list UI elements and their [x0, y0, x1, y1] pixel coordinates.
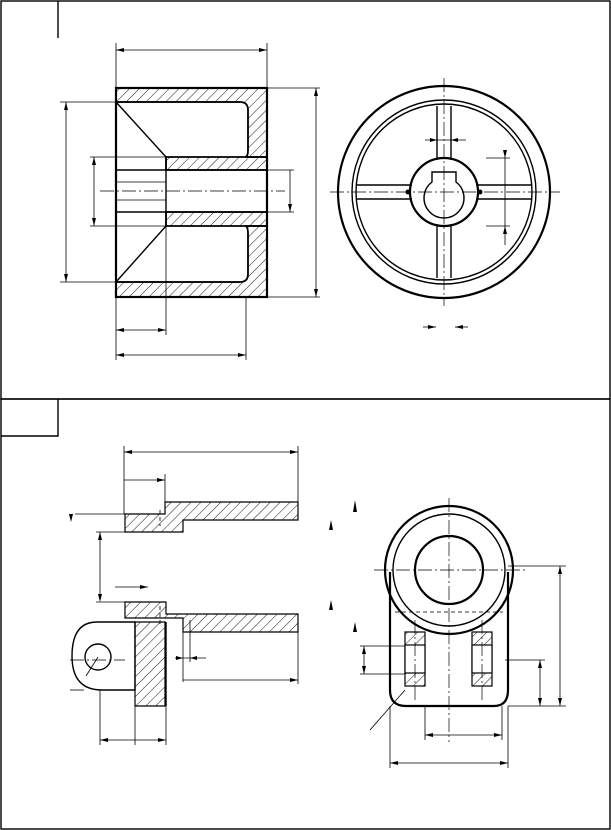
hub-bottom-section — [165, 211, 268, 227]
bracket-side-view — [70, 620, 299, 745]
bracket-front-view — [329, 498, 566, 768]
top-panel-frame — [0, 0, 611, 400]
post-section — [134, 621, 166, 707]
bottom-panel-frame — [0, 398, 611, 830]
rim-bottom-section — [115, 225, 268, 298]
upper-arm-section — [124, 501, 299, 533]
pulley-front-view — [330, 78, 560, 329]
pulley-section-view — [60, 43, 320, 360]
bracket-partial-section — [69, 446, 299, 633]
rim-top-section — [115, 87, 268, 158]
hub-top-section — [165, 156, 268, 171]
dimension-lines-section — [60, 43, 320, 360]
